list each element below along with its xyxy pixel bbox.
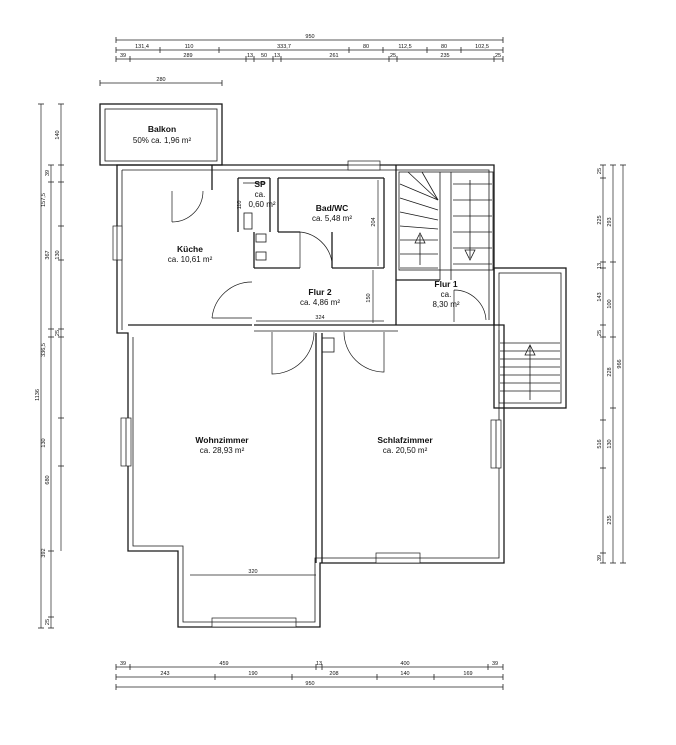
- dim-top-2-g: 102,5: [475, 44, 489, 50]
- dim-top-3-a: 39: [120, 53, 126, 59]
- dim-inner-324: 324: [315, 315, 324, 321]
- room-flur1-area-1: ca.: [441, 290, 452, 299]
- interior-walls: [128, 165, 494, 563]
- room-flur1-name: Flur 1: [434, 279, 457, 289]
- dim-left-mid-a: 39: [45, 170, 51, 176]
- right-dimensions: 25 225 13 143 25 130 235 39 293 100 228 …: [597, 164, 626, 564]
- internal-stairs: [398, 171, 494, 280]
- dim-top-3-e: 13: [274, 53, 280, 59]
- dim-right-mid-b: 100: [607, 299, 613, 308]
- dim-right-inner-h: 39: [597, 555, 603, 561]
- dim-bottom-1-d: 400: [400, 661, 409, 667]
- balkon-area: [99, 103, 223, 166]
- left-dimensions: 1136 39 367 336,5 680 392 25 140 157,5 1…: [35, 103, 64, 629]
- dim-right-mid-d: 516: [597, 439, 603, 448]
- dim-top-2-f: 80: [441, 44, 447, 50]
- dim-left-inner-b: 157,5: [41, 193, 47, 207]
- dim-right-inner-e: 25: [597, 330, 603, 336]
- room-sp-area-2: 0,60 m²: [248, 200, 275, 209]
- dim-top-2-e: 112,5: [398, 44, 411, 50]
- dim-right-inner-c: 13: [597, 263, 603, 269]
- windows: [112, 160, 502, 628]
- dim-top-2-c: 333,7: [277, 44, 291, 50]
- dim-right-outer: 966: [617, 359, 623, 368]
- dim-bottom-total: 950: [305, 681, 314, 687]
- room-wohnzimmer-name: Wohnzimmer: [195, 435, 249, 445]
- room-balkon-name: Balkon: [148, 124, 176, 134]
- room-badwc-name: Bad/WC: [316, 203, 349, 213]
- dim-bottom-1-c: 13: [316, 661, 322, 667]
- dim-top-2-d: 80: [363, 44, 369, 50]
- room-kueche-name: Küche: [177, 244, 203, 254]
- room-schlafzimmer-name: Schlafzimmer: [377, 435, 433, 445]
- dim-inner-320: 320: [248, 569, 257, 575]
- dim-right-mid-a: 293: [607, 217, 613, 226]
- dim-bottom-2-e: 169: [463, 671, 472, 677]
- dim-top-3-i: 25: [495, 53, 501, 59]
- dim-top-2-b: 110: [185, 44, 194, 50]
- dim-top-total: 950: [305, 34, 314, 40]
- dim-bottom-1-b: 459: [219, 661, 228, 667]
- dim-left-mid-f: 25: [45, 619, 51, 625]
- dim-right-inner-a: 25: [597, 168, 603, 174]
- dim-top-3-f: 261: [329, 53, 338, 59]
- dim-bottom-2-c: 208: [329, 671, 338, 677]
- dim-right-inner-g: 235: [607, 515, 613, 524]
- dim-left-inner-e: 130: [41, 438, 47, 447]
- dim-left-inner-c: 130: [55, 250, 61, 259]
- dim-bottom-1-e: 39: [492, 661, 498, 667]
- dim-top-3-h: 235: [440, 53, 449, 59]
- room-flur2-area: ca. 4,86 m²: [300, 298, 340, 307]
- doors: [171, 190, 487, 375]
- room-badwc-area: ca. 5,48 m²: [312, 214, 352, 223]
- dim-inner-110: 110: [237, 201, 243, 210]
- room-sp-name: SP: [254, 179, 266, 189]
- dim-top-3-c: 13: [247, 53, 253, 59]
- dim-left-mid-e: 392: [41, 548, 47, 557]
- dim-right-inner-b: 225: [597, 215, 603, 224]
- dim-right-inner-d: 143: [597, 292, 603, 301]
- top-dimensions: 950 131,4 110 333,7 80 112,5 80 102,5 39…: [99, 34, 504, 86]
- dim-top-3-b: 289: [183, 53, 192, 59]
- dim-top-3-g: 25: [390, 53, 396, 59]
- dim-top-2-a: 131,4: [135, 44, 149, 50]
- room-labels: Balkon 50% ca. 1,96 m² Küche ca. 10,61 m…: [133, 124, 460, 455]
- dim-inner-204: 204: [371, 217, 377, 226]
- bottom-dimensions: 39 459 13 400 39 243 190 208 140 169 950: [115, 661, 504, 690]
- dim-bottom-1-a: 39: [120, 661, 126, 667]
- room-sp-area-1: ca.: [255, 190, 266, 199]
- room-flur2-name: Flur 2: [308, 287, 331, 297]
- dim-right-inner-f: 130: [607, 439, 613, 448]
- dim-balkon-width: 280: [156, 77, 165, 83]
- dim-left-outer: 1136: [35, 389, 41, 401]
- dim-left-mid-c: 336,5: [41, 343, 47, 357]
- room-flur1-area-2: 8,30 m²: [432, 300, 459, 309]
- interior-dims: 324 320 204 150 110: [190, 180, 384, 576]
- dim-bottom-2-a: 243: [160, 671, 169, 677]
- dim-left-mid-b: 367: [45, 250, 51, 259]
- dim-left-inner-a: 140: [55, 130, 61, 139]
- dim-left-inner-d: 25: [55, 330, 61, 336]
- dim-left-mid-d: 680: [45, 475, 51, 484]
- dim-top-3-d: 50: [261, 53, 267, 59]
- dim-inner-150: 150: [366, 293, 372, 302]
- room-wohnzimmer-area: ca. 28,93 m²: [200, 446, 245, 455]
- room-kueche-area: ca. 10,61 m²: [168, 255, 213, 264]
- external-stairs: [493, 267, 567, 409]
- dim-bottom-2-b: 190: [248, 671, 257, 677]
- room-schlafzimmer-area: ca. 20,50 m²: [383, 446, 428, 455]
- dim-right-mid-c: 228: [607, 367, 613, 376]
- room-balkon-area: 50% ca. 1,96 m²: [133, 136, 192, 145]
- dim-bottom-2-d: 140: [400, 671, 409, 677]
